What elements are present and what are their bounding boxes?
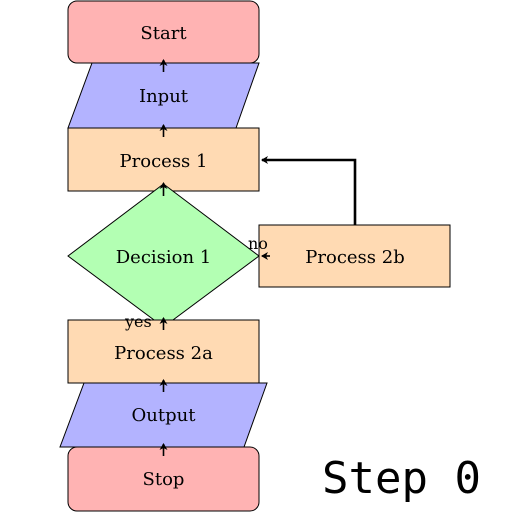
step-label: Step 0 bbox=[322, 453, 481, 504]
start-label: Start bbox=[140, 23, 187, 44]
process-2b-shape bbox=[258, 224, 451, 288]
stop-label: Stop bbox=[143, 469, 185, 490]
node-process-2b: Process 2b bbox=[258, 224, 451, 288]
node-stop: Stop bbox=[67, 446, 260, 512]
edge-label-no: no bbox=[248, 234, 268, 253]
process-1-label: Process 1 bbox=[120, 151, 208, 172]
process-1-shape bbox=[67, 127, 260, 192]
arrow-process2b-to-process1 bbox=[261, 156, 357, 225]
process-2a-label: Process 2a bbox=[114, 343, 213, 364]
node-process-1: Process 1 bbox=[67, 127, 260, 192]
process-2b-label: Process 2b bbox=[305, 247, 404, 268]
node-input: Input bbox=[67, 62, 260, 129]
node-decision-1: Decision 1 bbox=[67, 183, 260, 328]
input-label: Input bbox=[139, 86, 189, 107]
node-start: Start bbox=[67, 0, 260, 64]
edge-label-yes: yes bbox=[124, 312, 152, 331]
node-process-2a: Process 2a bbox=[67, 319, 260, 384]
process-2a-shape bbox=[67, 319, 260, 384]
decision-1-label: Decision 1 bbox=[116, 247, 212, 268]
output-label: Output bbox=[132, 405, 197, 426]
node-output: Output bbox=[59, 382, 268, 448]
